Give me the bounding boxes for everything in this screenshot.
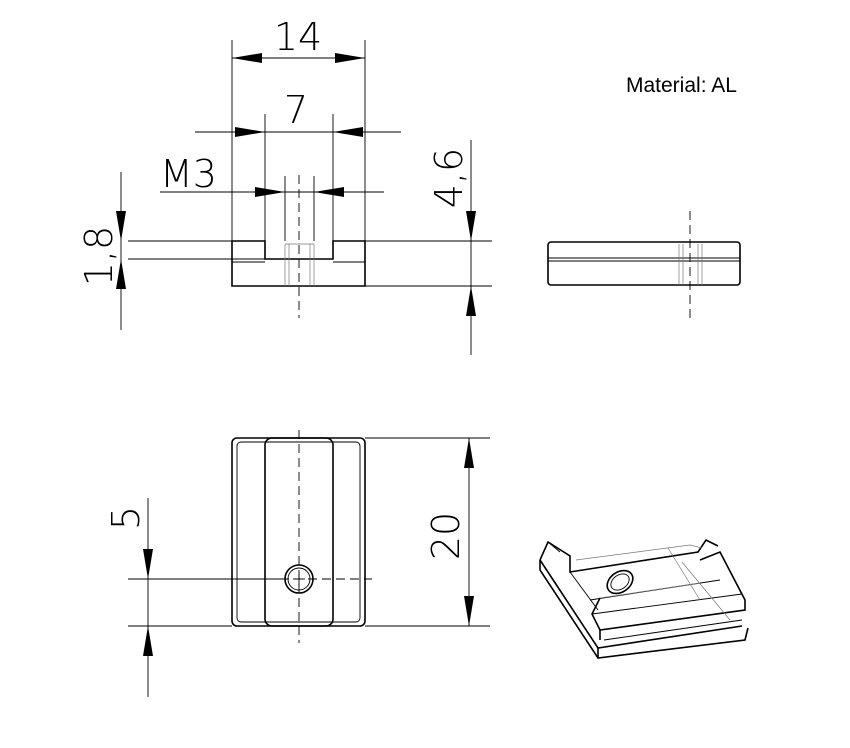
top-view (210, 430, 372, 643)
svg-text:14: 14 (274, 15, 322, 59)
side-view (547, 211, 741, 318)
material-note: Material: AL (626, 74, 737, 97)
dim-thread: M3 (160, 152, 384, 241)
svg-text:4,6: 4,6 (427, 148, 471, 208)
dim-width-slot: 7 (195, 88, 401, 241)
dim-height-flange: 1,8 (77, 172, 265, 330)
svg-text:5: 5 (104, 506, 148, 530)
svg-text:M3: M3 (160, 152, 217, 196)
dim-height-total: 4,6 (365, 140, 492, 355)
dim-length: 20 (365, 437, 490, 627)
isometric-view (539, 538, 749, 659)
svg-text:1,8: 1,8 (77, 226, 121, 286)
front-view (231, 175, 366, 318)
svg-text:20: 20 (424, 512, 468, 560)
dim-width-outer: 14 (231, 15, 366, 241)
dim-hole-offset: 5 (104, 498, 285, 697)
svg-text:7: 7 (284, 88, 308, 132)
